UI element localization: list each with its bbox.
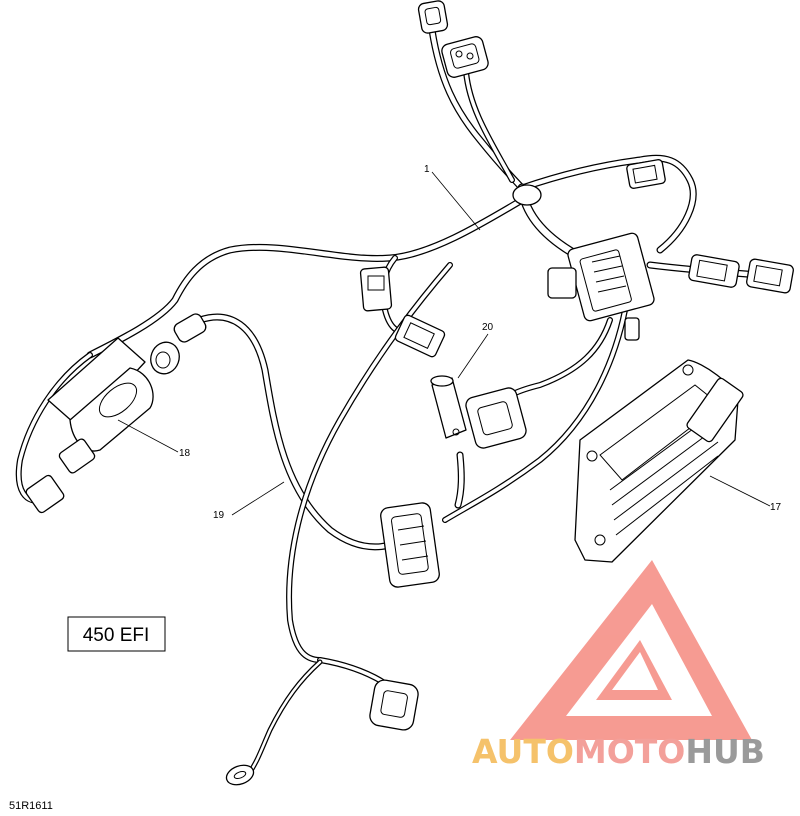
cable-end-19: [150, 313, 207, 375]
connector-top-2: [441, 36, 489, 78]
callout-17: 17: [770, 502, 782, 513]
callout-20: 20: [482, 322, 494, 333]
connector-large-bottom: [380, 502, 440, 588]
connector-right-1: [688, 254, 740, 288]
ignition-coil: [25, 337, 154, 514]
model-label-box: 450 EFI: [67, 616, 166, 652]
connector-right-2: [746, 258, 794, 294]
watermark-moto: MOTO: [574, 732, 685, 771]
callout-1: 1: [424, 164, 430, 175]
watermark-text: AUTOMOTOHUB: [472, 732, 765, 771]
harness-junction: [512, 184, 542, 206]
connector-small-mid: [394, 314, 446, 358]
ring-terminal: [225, 764, 255, 786]
connector-mid: [465, 387, 527, 449]
main-ecm-connector: [547, 232, 655, 341]
callout-19: 19: [213, 510, 225, 521]
connector-right-upper: [626, 159, 666, 189]
watermark-auto: AUTO: [472, 732, 574, 771]
connector-top: [417, 0, 449, 34]
ecm-module: [574, 359, 744, 563]
watermark-logo: [510, 560, 752, 740]
connector-20-grommet: [430, 375, 467, 439]
callout-18: 18: [179, 448, 191, 459]
drawing-code: 51R1611: [9, 800, 53, 812]
connector-bottom: [369, 679, 419, 731]
model-label: 450 EFI: [83, 625, 150, 646]
connector-small-left: [359, 266, 393, 312]
watermark-hub: HUB: [685, 732, 765, 771]
leader-lines: [117, 171, 771, 516]
